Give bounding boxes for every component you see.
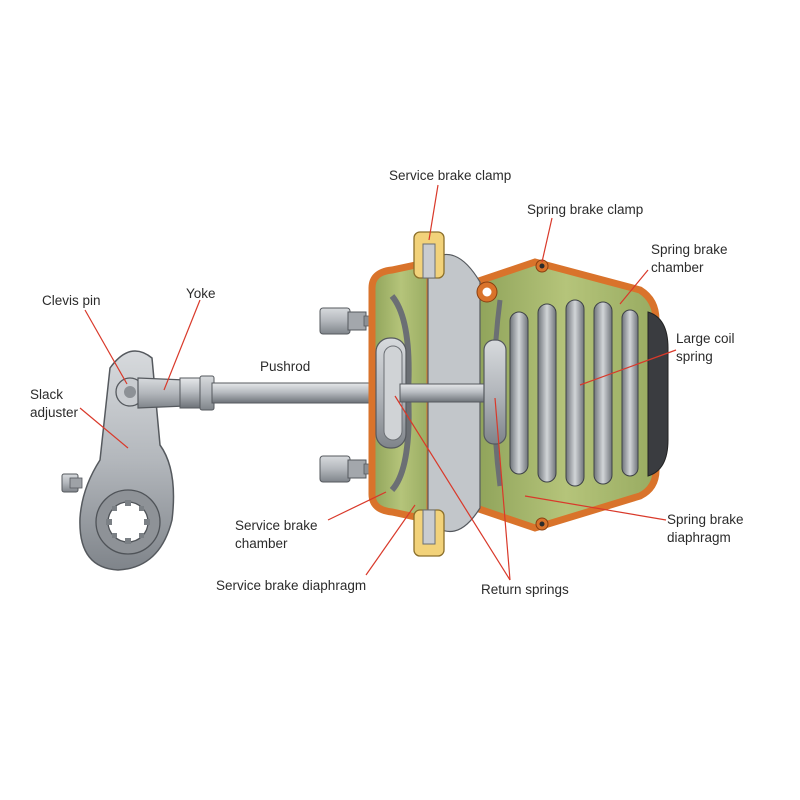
label-spring-brake-clamp: Spring brake clamp [527,202,643,217]
spring-brake-diaphragm-part [483,299,507,487]
brake-chamber-housing [319,231,669,557]
yoke [137,375,215,411]
label-return-springs: Return springs [481,582,569,597]
label-spring-brake-diaphragm: Spring brake [667,512,744,527]
label-spring-brake-diaphragm-line2: diaphragm [667,530,731,545]
label-service-brake-clamp: Service brake clamp [389,168,511,183]
service-brake-clamp-part [413,231,445,557]
label-pushrod: Pushrod [260,359,310,374]
label-service-brake-chamber-line2: chamber [235,536,288,551]
label-spring-brake-chamber-line2: chamber [651,260,704,275]
leader-lines [79,184,677,581]
label-slack-adjuster: Slack [30,387,63,402]
large-coil-spring-part [509,299,639,487]
label-clevis-pin: Clevis pin [42,293,101,308]
label-service-brake-diaphragm: Service brake diaphragm [216,578,366,593]
label-spring-brake-chamber: Spring brake [651,242,728,257]
pushrod [211,382,393,404]
label-yoke: Yoke [186,286,216,301]
label-large-coil-spring: Large coil [676,331,735,346]
label-service-brake-chamber: Service brake [235,518,318,533]
label-slack-adjuster-line2: adjuster [30,405,79,420]
label-large-coil-spring-line2: spring [676,349,713,364]
labels: Service brake clamp Spring brake clamp S… [30,168,744,597]
